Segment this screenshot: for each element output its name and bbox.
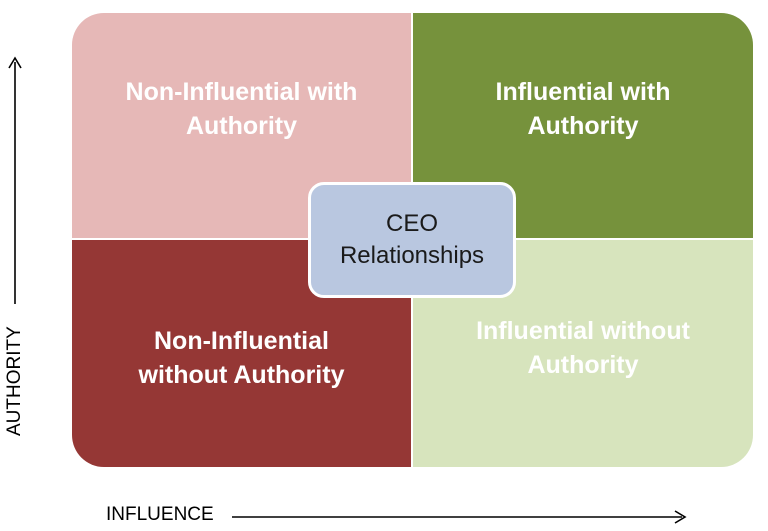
y-axis-label: AUTHORITY bbox=[4, 326, 25, 436]
x-axis-label: INFLUENCE bbox=[106, 504, 214, 525]
quadrant-label-line2: Authority bbox=[527, 112, 639, 140]
quadrant-label-line1: Influential with bbox=[495, 78, 671, 106]
center-label-line1: CEO bbox=[385, 210, 438, 237]
quadrant-label-line1: Non-Influential with bbox=[125, 78, 358, 106]
center-box-ceo-relationships: CEO Relationships bbox=[308, 182, 516, 298]
quadrant-label-line1: Influential without bbox=[476, 317, 690, 345]
quadrant-influential-with-authority: Influential with Authority bbox=[413, 13, 753, 240]
x-axis-arrow-icon bbox=[232, 510, 687, 524]
center-label-line2: Relationships bbox=[339, 242, 485, 269]
y-axis-arrow-icon bbox=[8, 56, 22, 304]
quadrant-label-line2: without Authority bbox=[138, 361, 345, 389]
quadrant-label-line2: Authority bbox=[185, 112, 298, 140]
quadrant-label-line2: Authority bbox=[527, 351, 639, 379]
quadrant-non-influential-with-authority: Non-Influential with Authority bbox=[72, 13, 413, 240]
quadrant-label-line1: Non-Influential bbox=[154, 327, 329, 355]
